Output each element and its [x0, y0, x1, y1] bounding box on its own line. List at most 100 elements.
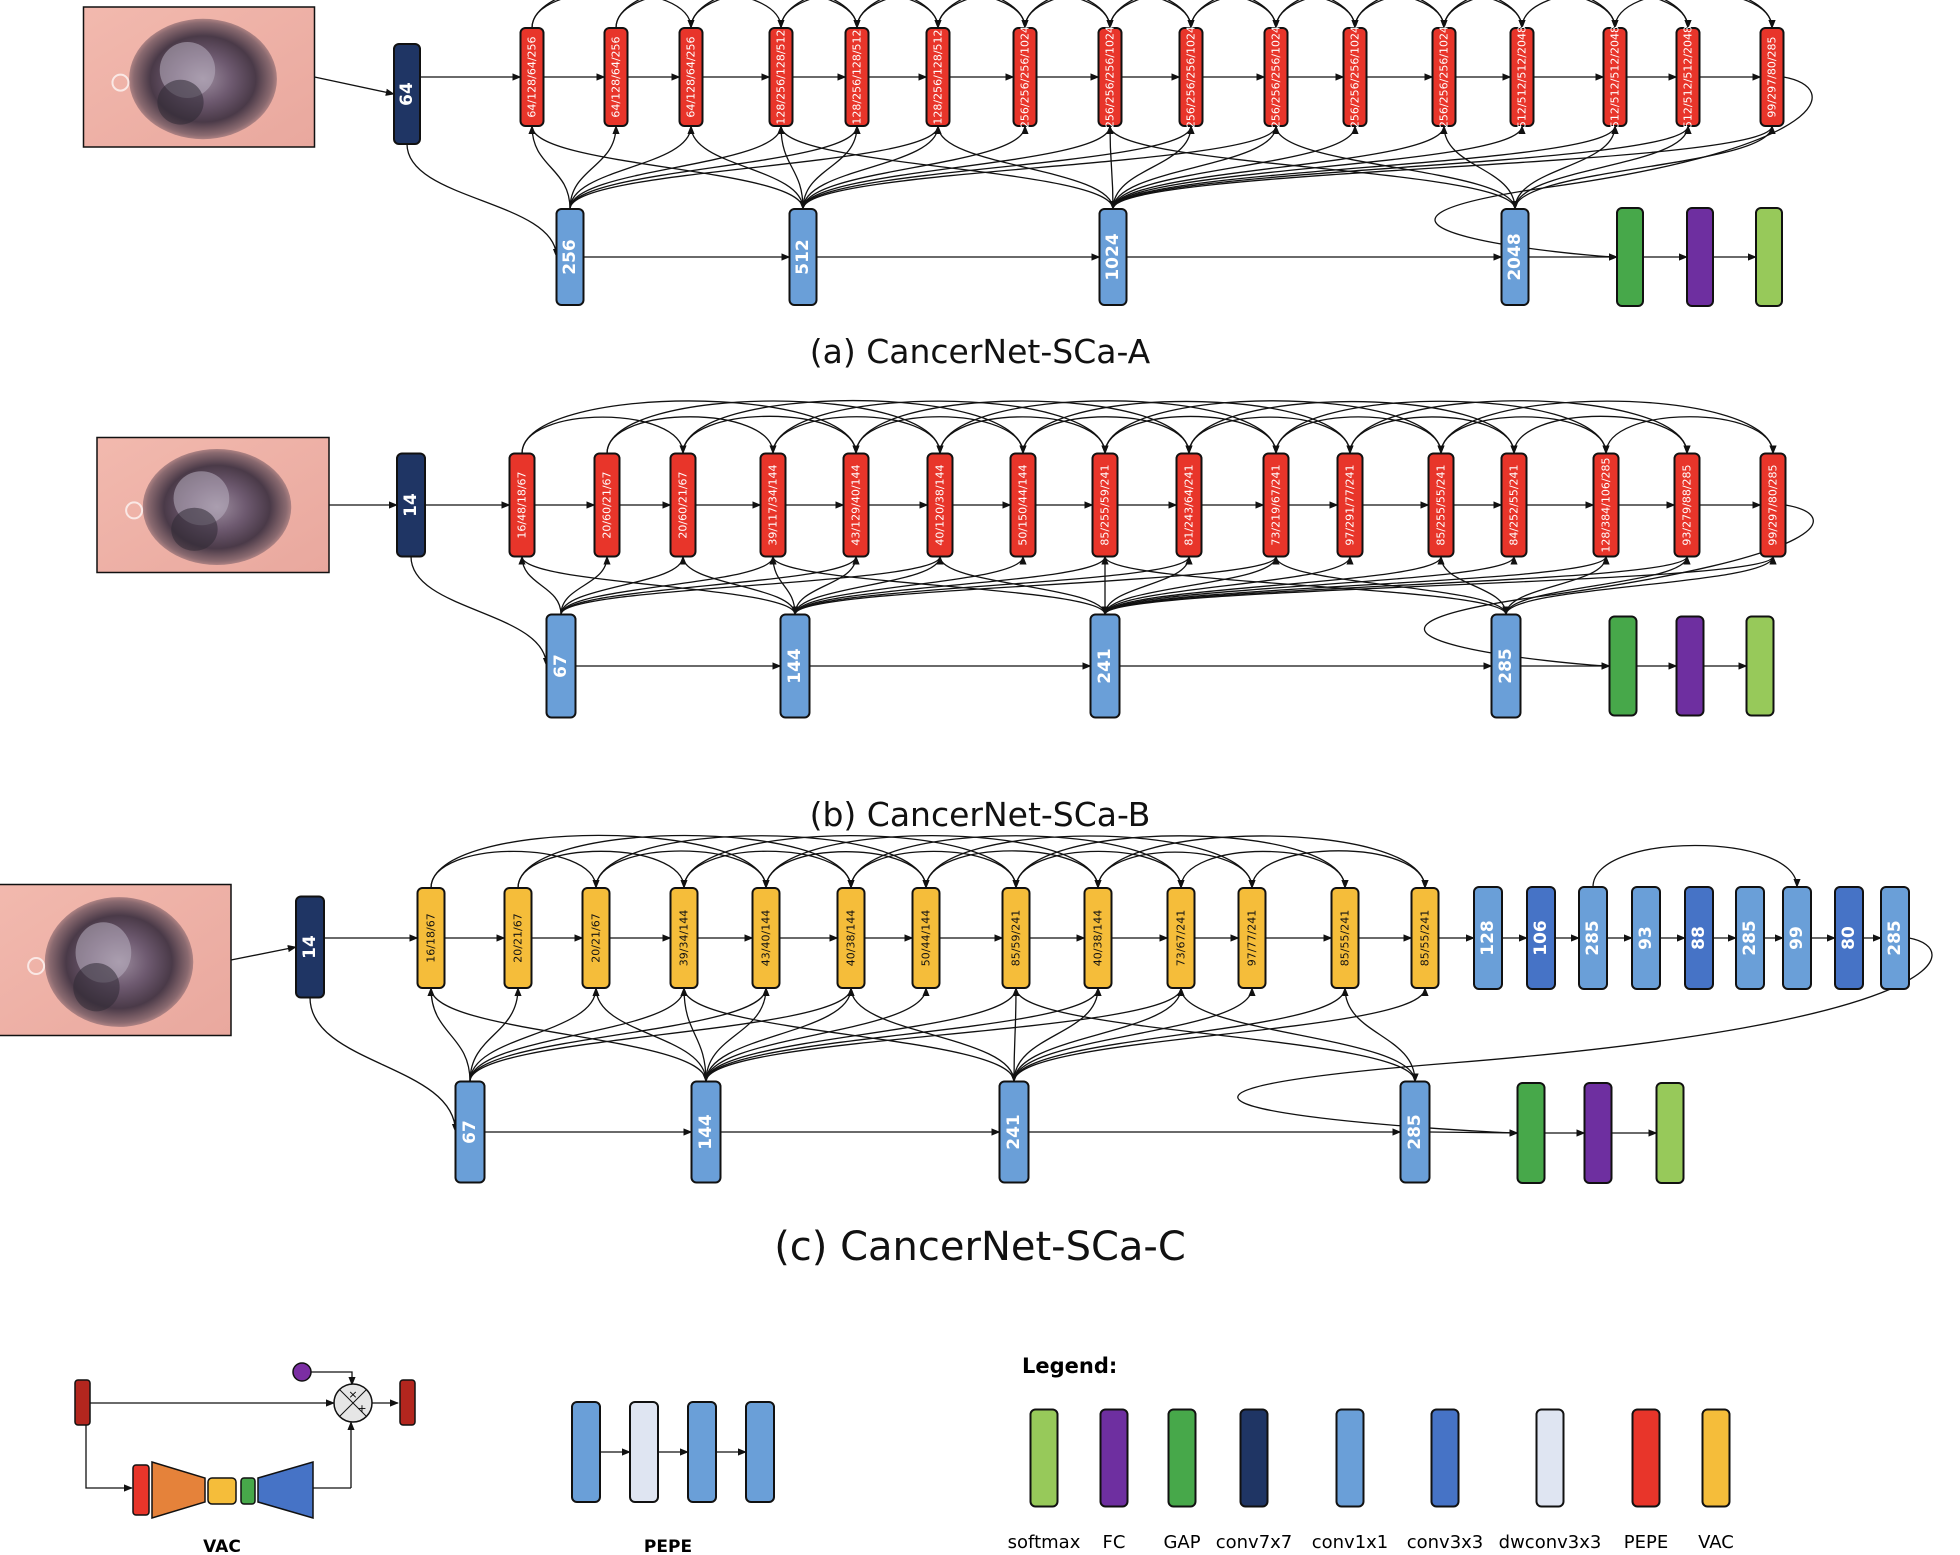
panel-a-module-7: 256/256/256/1024 [1012, 26, 1038, 128]
skip-arrow [1106, 125, 1114, 210]
skip-arrow [606, 416, 777, 455]
panel-a-module-9: 256/256/256/1024 [1178, 26, 1204, 128]
skip-arrow [683, 987, 1018, 1083]
panel-b-module-9-label: 81/243/64/241 [1183, 464, 1196, 545]
panel-b-module-14-label: 128/384/106/285 [1600, 457, 1613, 552]
skip-arrow [595, 850, 770, 889]
panel-b-module-16-label: 99/297/80/285 [1767, 464, 1780, 545]
skip-arrow [856, 0, 1195, 29]
skip-arrow [1275, 416, 1445, 455]
skip-arrow [1180, 850, 1349, 889]
panel-c-module-10-label: 73/67/241 [1175, 910, 1188, 966]
panel-b-module-2-label: 20/60/21/67 [601, 471, 614, 538]
skip-arrow [309, 997, 460, 1133]
panel-b-module-1: 16/48/18/67 [508, 452, 536, 558]
skip-arrow [1443, 0, 1776, 29]
vac-caption: VAC [203, 1537, 241, 1555]
panel-b-gap-block [1608, 615, 1638, 717]
skip-arrow [802, 125, 1195, 210]
skip-arrow [430, 834, 770, 889]
skip-arrow [1104, 555, 1777, 616]
skip-arrow [690, 0, 861, 29]
skip-arrow [569, 125, 942, 210]
skip-arrow [560, 555, 687, 615]
skip-arrow [772, 400, 1109, 455]
panel-c-module-9-label: 40/38/144 [1092, 910, 1105, 966]
legend-swatch-dwconv3x3 [1535, 1408, 1565, 1508]
vac-branch-arrow [85, 1425, 133, 1492]
skip-arrow [682, 556, 799, 616]
skip-arrow [531, 125, 807, 210]
skip-arrow [410, 556, 551, 667]
skip-arrow [406, 143, 561, 258]
skip-arrow [1112, 125, 1359, 210]
panel-c-module-7: 50/44/144 [911, 887, 941, 989]
panel-c-projection-3-label: 241 [1004, 1114, 1024, 1150]
panel-b-module-3-label: 20/60/21/67 [677, 471, 690, 538]
skip-arrow [1024, 0, 1359, 29]
panel-c-module-3: 20/21/67 [581, 887, 611, 989]
skip-arrow [1344, 987, 1419, 1083]
panel-a-module-16-label: 99/297/80/285 [1766, 36, 1779, 117]
panel-c-projection-2-label: 144 [696, 1114, 716, 1150]
skip-arrow [1015, 835, 1349, 889]
skip-arrow [1251, 850, 1429, 889]
panel-a-module-3-label: 64/128/64/256 [685, 36, 698, 117]
legend-label-gap: GAP [1163, 1532, 1200, 1553]
skip-arrow [1440, 416, 1610, 455]
skip-arrow [705, 987, 1102, 1082]
skip-arrow [1112, 125, 1195, 210]
panel-a-module-12-label: 256/256/256/1024 [1438, 26, 1451, 128]
skip-arrow [1104, 555, 1610, 615]
panel-b-projection-2: 144 [779, 613, 811, 719]
skip-arrow [1440, 400, 1777, 455]
pepe-block-3 [687, 1401, 717, 1503]
panel-c-projection-1-label: 67 [460, 1120, 480, 1144]
panel-b-module-13: 84/252/55/241 [1500, 452, 1528, 558]
skip-arrow [765, 851, 930, 889]
legend-swatch-conv1x1 [1335, 1408, 1365, 1508]
skip-arrow [937, 0, 1280, 29]
pepe-block-4 [745, 1401, 775, 1503]
legend-swatch-conv7x7 [1239, 1408, 1269, 1508]
vac-detail: ×+VAC [74, 1362, 416, 1555]
panel-a-module-10: 256/256/256/1024 [1263, 26, 1289, 128]
panel-a-module-4: 128/256/128/512 [768, 27, 794, 127]
panel-c-fc-block [1583, 1082, 1613, 1184]
skip-arrow [1104, 400, 1445, 455]
skip-arrow [1505, 555, 1777, 615]
legend-label-conv3x3: conv3x3 [1407, 1532, 1484, 1553]
legend-label-conv1x1: conv1x1 [1312, 1532, 1389, 1553]
skip-arrow [569, 125, 785, 210]
panel-b-module-5: 43/129/40/144 [842, 452, 870, 558]
panel-c-module-3-label: 20/21/67 [590, 913, 603, 962]
panel-b-module-12-label: 85/255/55/241 [1435, 464, 1448, 545]
panel-c-projection-4-label: 285 [1405, 1114, 1425, 1150]
panel-a-fc-block [1686, 207, 1714, 307]
panel-c-tail-5-label: 88 [1689, 926, 1709, 950]
skip-arrow [1013, 987, 1256, 1082]
panel-b-module-15-label: 93/279/88/285 [1681, 464, 1694, 545]
skip-arrow [528, 125, 571, 210]
skip-arrow [560, 555, 611, 615]
panel-b-module-8: 85/255/59/241 [1091, 452, 1119, 558]
panel-c-input-image [0, 883, 232, 1037]
skip-arrow [427, 987, 471, 1082]
skip-arrow [794, 555, 860, 615]
skip-arrow [595, 987, 710, 1083]
skip-arrow [1112, 125, 1280, 210]
skip-arrow [560, 555, 777, 615]
skip-arrow [469, 987, 600, 1082]
panel-c-tail-4: 93 [1631, 886, 1661, 990]
panel-c-tail-9-label: 285 [1885, 920, 1905, 956]
panel-b-module-5-label: 43/129/40/144 [850, 464, 863, 545]
skip-arrow [850, 850, 1020, 889]
skip-arrow [1443, 125, 1519, 210]
panel-b-module-8-label: 85/255/59/241 [1099, 464, 1112, 545]
skip-arrow [1275, 0, 1619, 29]
skip-arrow [850, 987, 1018, 1083]
panel-b-stem-conv7x7-label: 14 [401, 493, 421, 517]
skip-arrow [925, 850, 1102, 889]
panel-a-gap-block [1616, 207, 1644, 307]
panel-a-projection-4-label: 2048 [1505, 233, 1525, 280]
